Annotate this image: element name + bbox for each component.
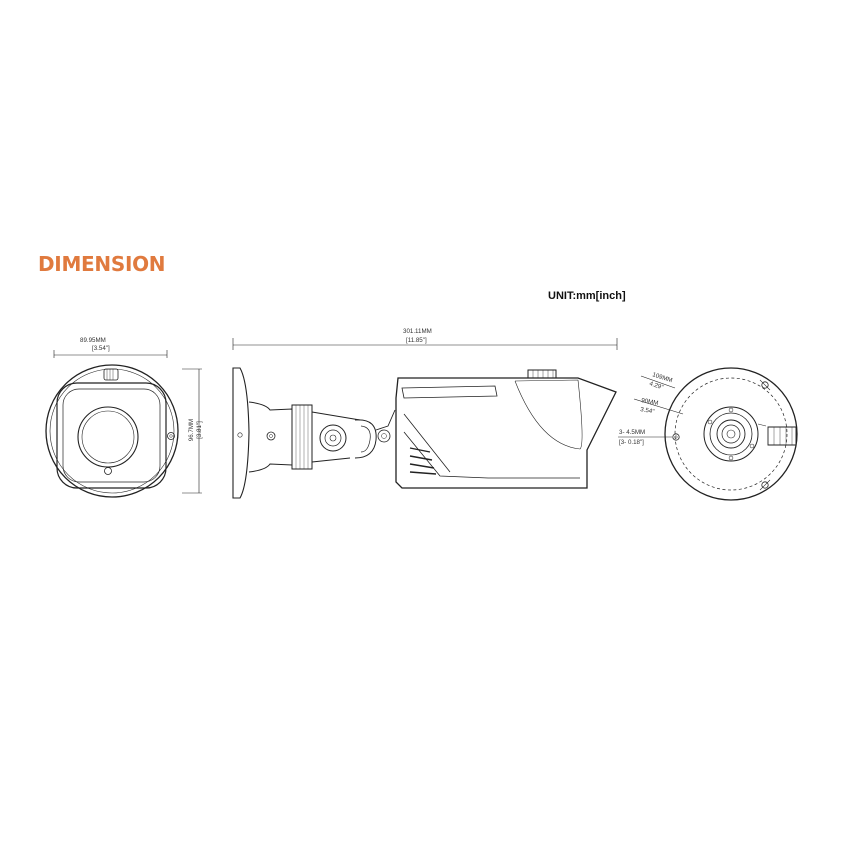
front-view: 89.95MM [3.54"] 96.7MM [3.81"] [45,337,203,498]
base-outer-in: 4.29" [648,380,664,391]
side-view: 301.11MM [11.85"] [232,328,618,499]
front-height-mm: 96.7MM [188,419,195,441]
side-length-mm: 301.11MM [403,328,432,335]
unit-label: UNIT:mm[inch] [548,290,626,302]
front-width-mm: 89.95MM [80,337,106,344]
base-hole-in: [3- 0.18"] [619,439,644,446]
front-width-in: [3.54"] [92,345,110,352]
side-length-in: [11.85"] [406,337,427,344]
front-height-in: [3.81"] [196,421,203,439]
dimension-title: DIMENSION [38,252,166,276]
base-inner-in: 3.54" [640,406,655,415]
base-hole-mm: 3- 4.5MM [619,429,645,436]
base-inner-mm: 90MM [641,397,659,407]
base-view: 109MM 4.29" 90MM 3.54" 3- 4.5MM [3- 0.18… [618,367,798,501]
